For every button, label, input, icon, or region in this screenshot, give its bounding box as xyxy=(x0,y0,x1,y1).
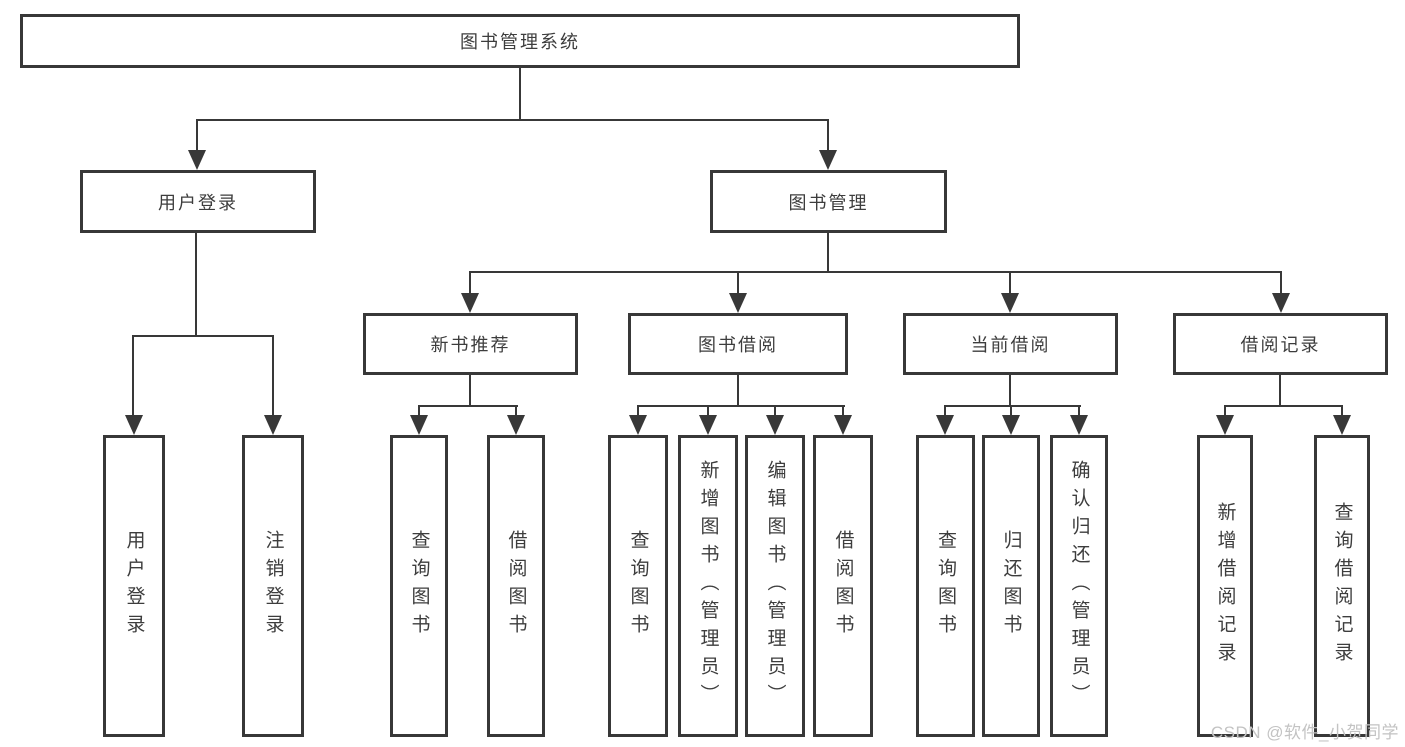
node-leaf-query-books-current: 查询图书 xyxy=(916,435,975,737)
arrowhead-down-icon xyxy=(1333,415,1351,435)
node-label: 新增图书（管理员） xyxy=(697,460,719,712)
arrowhead-down-icon xyxy=(264,415,282,435)
node-leaf-add-books-admin: 新增图书（管理员） xyxy=(678,435,738,737)
csdn-watermark: CSDN @软件_小贺同学 xyxy=(1210,723,1399,742)
node-new-book-recommend: 新书推荐 xyxy=(363,313,578,375)
connector-line xyxy=(1078,405,1080,418)
node-leaf-return-books: 归还图书 xyxy=(982,435,1040,737)
node-leaf-edit-books-admin: 编辑图书（管理员） xyxy=(745,435,805,737)
connector-line xyxy=(469,374,471,407)
connector-line xyxy=(737,271,739,297)
connector-line xyxy=(469,271,471,297)
node-label: 注销登录 xyxy=(262,530,284,642)
arrowhead-down-icon xyxy=(936,415,954,435)
node-label: 新增借阅记录 xyxy=(1214,502,1236,670)
node-leaf-query-books-borrowing: 查询图书 xyxy=(608,435,668,737)
arrowhead-down-icon xyxy=(1272,293,1290,313)
connector-line xyxy=(195,232,197,337)
node-label: 用户登录 xyxy=(123,530,145,642)
node-label: 借阅图书 xyxy=(832,530,854,642)
connector-line xyxy=(1010,405,1012,418)
connector-line xyxy=(637,405,845,407)
connector-line xyxy=(272,335,274,417)
node-leaf-query-borrow-record: 查询借阅记录 xyxy=(1314,435,1370,737)
node-label: 查询借阅记录 xyxy=(1331,502,1353,670)
arrowhead-down-icon xyxy=(410,415,428,435)
arrowhead-down-icon xyxy=(629,415,647,435)
connector-line xyxy=(132,335,274,337)
connector-line xyxy=(1341,405,1343,418)
arrowhead-down-icon xyxy=(699,415,717,435)
arrowhead-down-icon xyxy=(461,293,479,313)
node-leaf-user-login: 用户登录 xyxy=(103,435,165,737)
connector-line xyxy=(1224,405,1226,418)
connector-line xyxy=(515,405,517,418)
arrowhead-down-icon xyxy=(729,293,747,313)
node-label: 图书借阅 xyxy=(698,335,778,355)
connector-line xyxy=(1009,374,1011,407)
arrowhead-down-icon xyxy=(834,415,852,435)
node-root-library-system: 图书管理系统 xyxy=(20,14,1020,68)
connector-line xyxy=(827,232,829,273)
node-book-management: 图书管理 xyxy=(710,170,947,233)
node-leaf-logout: 注销登录 xyxy=(242,435,304,737)
node-book-borrowing: 图书借阅 xyxy=(628,313,848,375)
connector-line xyxy=(469,271,1282,273)
connector-line xyxy=(842,405,844,418)
connector-line xyxy=(418,405,518,407)
node-leaf-confirm-return-admin: 确认归还（管理员） xyxy=(1050,435,1108,737)
connector-line xyxy=(1280,271,1282,297)
arrowhead-down-icon xyxy=(188,150,206,170)
arrowhead-down-icon xyxy=(819,150,837,170)
connector-line xyxy=(827,119,829,153)
node-borrowing-records: 借阅记录 xyxy=(1173,313,1388,375)
node-label: 编辑图书（管理员） xyxy=(764,460,786,712)
connector-line xyxy=(774,405,776,418)
node-label: 借阅图书 xyxy=(505,530,527,642)
node-label: 用户登录 xyxy=(158,192,238,213)
node-label: 图书管理系统 xyxy=(460,32,580,52)
node-label: 查询图书 xyxy=(408,530,430,642)
connector-line xyxy=(944,405,1081,407)
connector-line xyxy=(1279,374,1281,407)
node-leaf-borrow-books-recommend: 借阅图书 xyxy=(487,435,545,737)
connector-line xyxy=(196,119,198,153)
node-label: 查询图书 xyxy=(627,530,649,642)
connector-line xyxy=(707,405,709,418)
node-leaf-add-borrow-record: 新增借阅记录 xyxy=(1197,435,1253,737)
node-label: 归还图书 xyxy=(1000,530,1022,642)
node-leaf-query-books-recommend: 查询图书 xyxy=(390,435,448,737)
node-label: 新书推荐 xyxy=(430,335,511,355)
connector-line xyxy=(737,374,739,407)
node-label: 图书管理 xyxy=(788,192,869,213)
node-label: 确认归还（管理员） xyxy=(1068,460,1090,712)
node-leaf-borrow-books: 借阅图书 xyxy=(813,435,873,737)
arrowhead-down-icon xyxy=(766,415,784,435)
arrowhead-down-icon xyxy=(125,415,143,435)
connector-line xyxy=(132,335,134,417)
arrowhead-down-icon xyxy=(1002,415,1020,435)
connector-line xyxy=(1224,405,1343,407)
node-label: 查询图书 xyxy=(935,530,956,642)
connector-line xyxy=(418,405,420,418)
connector-line xyxy=(944,405,946,418)
node-label: 当前借阅 xyxy=(970,335,1051,355)
node-current-borrowing: 当前借阅 xyxy=(903,313,1118,375)
arrowhead-down-icon xyxy=(1001,293,1019,313)
connector-line xyxy=(637,405,639,418)
connector-line xyxy=(196,119,829,121)
node-user-login: 用户登录 xyxy=(80,170,316,233)
arrowhead-down-icon xyxy=(507,415,525,435)
connector-line xyxy=(519,67,521,121)
connector-line xyxy=(1009,271,1011,297)
node-label: 借阅记录 xyxy=(1240,335,1321,355)
arrowhead-down-icon xyxy=(1070,415,1088,435)
arrowhead-down-icon xyxy=(1216,415,1234,435)
